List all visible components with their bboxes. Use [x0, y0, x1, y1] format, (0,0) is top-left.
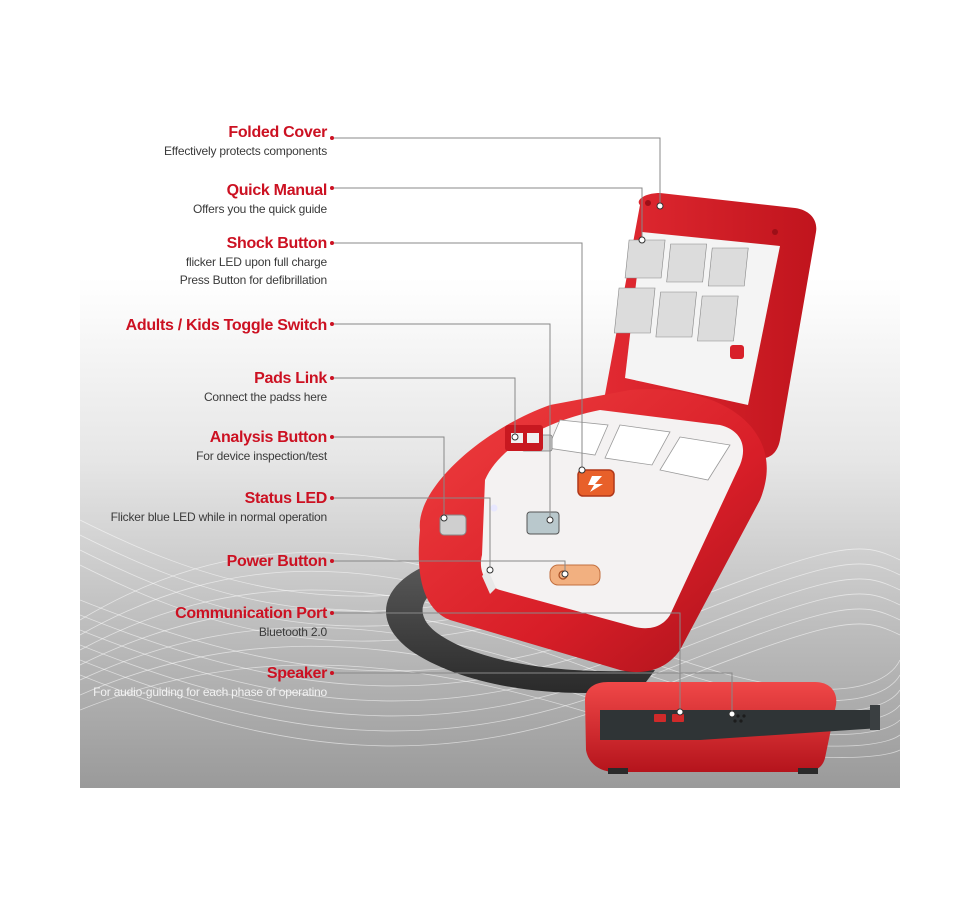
callout-desc: Offers you the quick guide: [193, 202, 327, 216]
callout-title: Shock Button: [226, 235, 328, 252]
callout-title: Communication Port: [175, 605, 327, 622]
shock-button[interactable]: [577, 469, 615, 497]
status-led: [490, 504, 498, 512]
callout-title: Analysis Button: [209, 429, 328, 446]
callout-desc: flicker LED upon full charge: [185, 255, 327, 269]
callout-title: Quick Manual: [226, 182, 328, 199]
power-button[interactable]: [549, 564, 601, 586]
callout-status-led: Status LED Flicker blue LED while in nor…: [110, 489, 328, 526]
analysis-button[interactable]: [439, 514, 467, 536]
quick-manual: [613, 239, 749, 342]
callout-folded-cover: Folded Cover Effectively protects compon…: [164, 123, 327, 160]
communication-port: [654, 714, 666, 722]
callout-desc: Press Button for defibrillation: [179, 273, 327, 287]
callout-title: Speaker: [266, 665, 327, 682]
callout-analysis-button: Analysis Button For device inspection/te…: [196, 428, 327, 465]
callout-power-button: Power Button: [226, 552, 328, 571]
status-display: [526, 511, 560, 535]
callout-title: Power Button: [226, 553, 328, 570]
callout-desc: Bluetooth 2.0: [258, 625, 327, 639]
callout-adults-kids-toggle: Adults / Kids Toggle Switch: [125, 316, 328, 335]
callout-title: Status LED: [244, 490, 328, 507]
callout-title: Folded Cover: [228, 124, 327, 141]
pads-link-port[interactable]: [505, 425, 543, 451]
callout-desc: For device inspection/test: [196, 449, 327, 463]
callout-title: Pads Link: [254, 370, 327, 387]
callout-desc: Effectively protects components: [164, 144, 327, 158]
callout-desc: Connect the padss here: [203, 390, 327, 404]
callout-desc: Flicker blue LED while in normal operati…: [110, 510, 328, 524]
callout-desc: For audio-guiding for each phase of oper…: [93, 685, 327, 699]
callout-pads-link: Pads Link Connect the padss here: [204, 369, 327, 406]
callout-communication-port: Communication Port Bluetooth 2.0: [175, 604, 327, 641]
callout-speaker: Speaker For audio-guiding for each phase…: [93, 664, 327, 701]
callout-quick-manual: Quick Manual Offers you the quick guide: [193, 181, 327, 218]
aed-side-view: [585, 682, 880, 774]
aed-main-body: [418, 389, 767, 673]
callout-title: Adults / Kids Toggle Switch: [125, 317, 328, 334]
callout-shock-button: Shock Button flicker LED upon full charg…: [179, 234, 328, 289]
